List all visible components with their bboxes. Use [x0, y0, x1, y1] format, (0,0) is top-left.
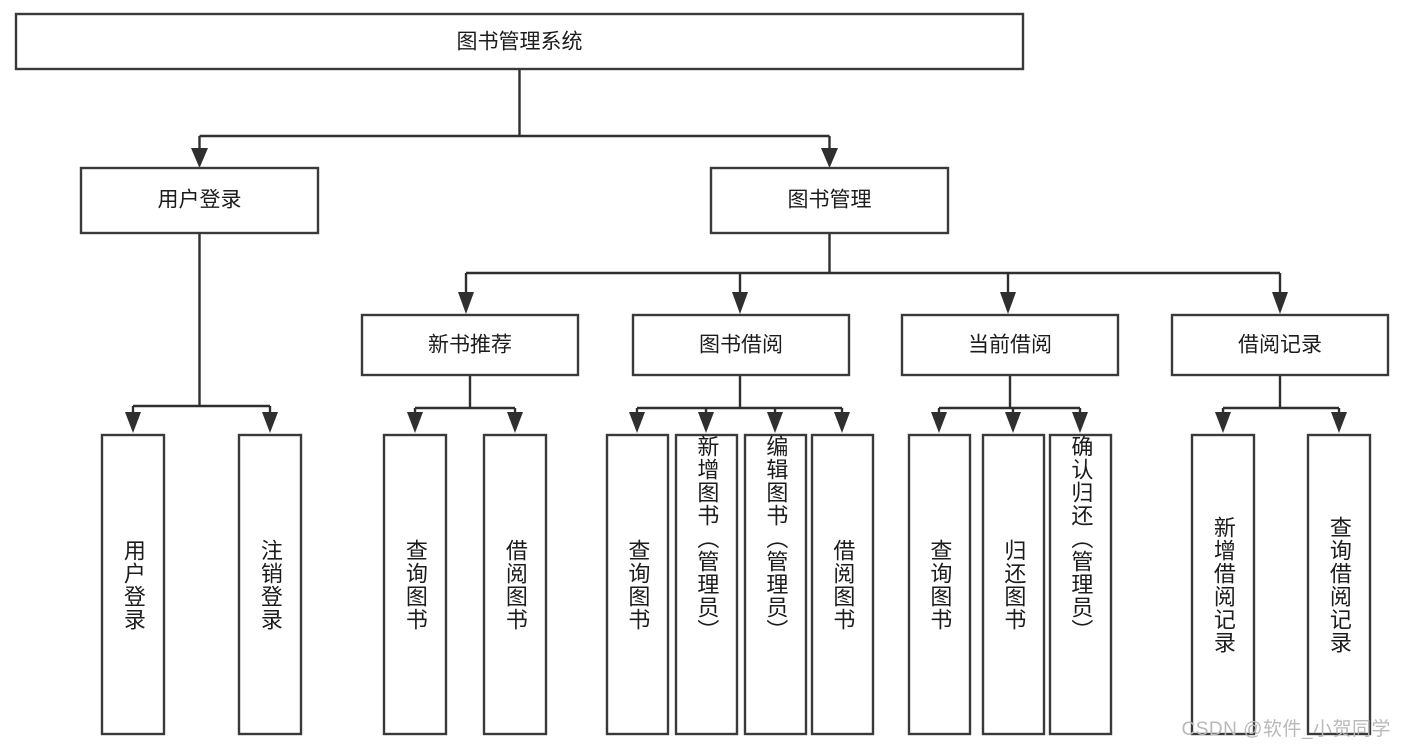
node-root[interactable]: [14, 12, 1025, 71]
arrow-leaf-query-book-3: [931, 412, 947, 433]
node-leaf-query-book-1[interactable]: [382, 433, 448, 736]
arrow-leaf-return-book: [1005, 412, 1021, 433]
arrow-leaf-query-record: [1331, 412, 1347, 433]
node-book-borrow[interactable]: [631, 313, 851, 377]
arrow-to-user-login: [191, 148, 208, 168]
node-current-borrow-label: 当前借阅: [968, 334, 1052, 357]
connector-layer: [125, 69, 1347, 433]
node-leaf-logout-login[interactable]: [237, 433, 303, 736]
node-new-book-rec-label: 新书推荐: [428, 334, 512, 357]
node-book-manage[interactable]: [709, 166, 950, 235]
node-leaf-edit-book[interactable]: [743, 433, 808, 736]
arrow-leaf-confirm-return: [1072, 412, 1088, 433]
node-user-login[interactable]: [79, 166, 320, 235]
node-book-borrow-label: 图书借阅: [699, 334, 783, 357]
node-new-book-rec[interactable]: [360, 313, 580, 377]
node-leaf-add-book[interactable]: [674, 433, 739, 736]
arrow-leaf-edit-book: [767, 412, 783, 433]
node-leaf-query-book-2[interactable]: [605, 433, 670, 736]
node-root-label: 图书管理系统: [457, 31, 583, 54]
arrow-to-current-borrow: [1000, 292, 1016, 314]
node-borrow-record-label: 借阅记录: [1238, 334, 1322, 357]
node-book-manage-label: 图书管理: [788, 189, 872, 212]
node-current-borrow[interactable]: [900, 313, 1120, 377]
node-leaf-confirm-return[interactable]: [1048, 433, 1113, 736]
node-leaf-borrow-book-1[interactable]: [482, 433, 548, 736]
arrow-leaf-add-book: [698, 412, 714, 433]
arrow-to-new-book-rec: [458, 292, 474, 314]
node-leaf-user-login[interactable]: [100, 433, 166, 736]
arrow-leaf-borrow-book-2: [834, 412, 850, 433]
node-leaf-query-record[interactable]: [1306, 433, 1372, 736]
arrow-leaf-logout-login: [262, 412, 278, 433]
arrow-leaf-user-login: [125, 412, 141, 433]
watermark-text: CSDN @软件_小贺同学: [1181, 719, 1391, 740]
node-leaf-query-book-3[interactable]: [907, 433, 972, 736]
arrow-leaf-query-book-1: [407, 412, 423, 433]
arrow-to-borrow-record: [1272, 292, 1288, 314]
arrow-leaf-query-book-2: [629, 412, 645, 433]
node-leaf-return-book[interactable]: [981, 433, 1046, 736]
arrow-to-book-manage: [821, 148, 838, 168]
node-borrow-record[interactable]: [1170, 313, 1390, 377]
arrow-leaf-add-record: [1215, 412, 1231, 433]
node-layer: 图书管理系统 用户登录 图书管理 新书推荐 图书借阅 当前借阅 借阅记录: [14, 12, 1390, 736]
arrow-leaf-borrow-book-1: [507, 412, 523, 433]
node-user-login-label: 用户登录: [158, 189, 242, 212]
arrow-to-book-borrow: [732, 292, 748, 314]
node-leaf-borrow-book-2[interactable]: [810, 433, 875, 736]
node-leaf-add-record[interactable]: [1190, 433, 1256, 736]
